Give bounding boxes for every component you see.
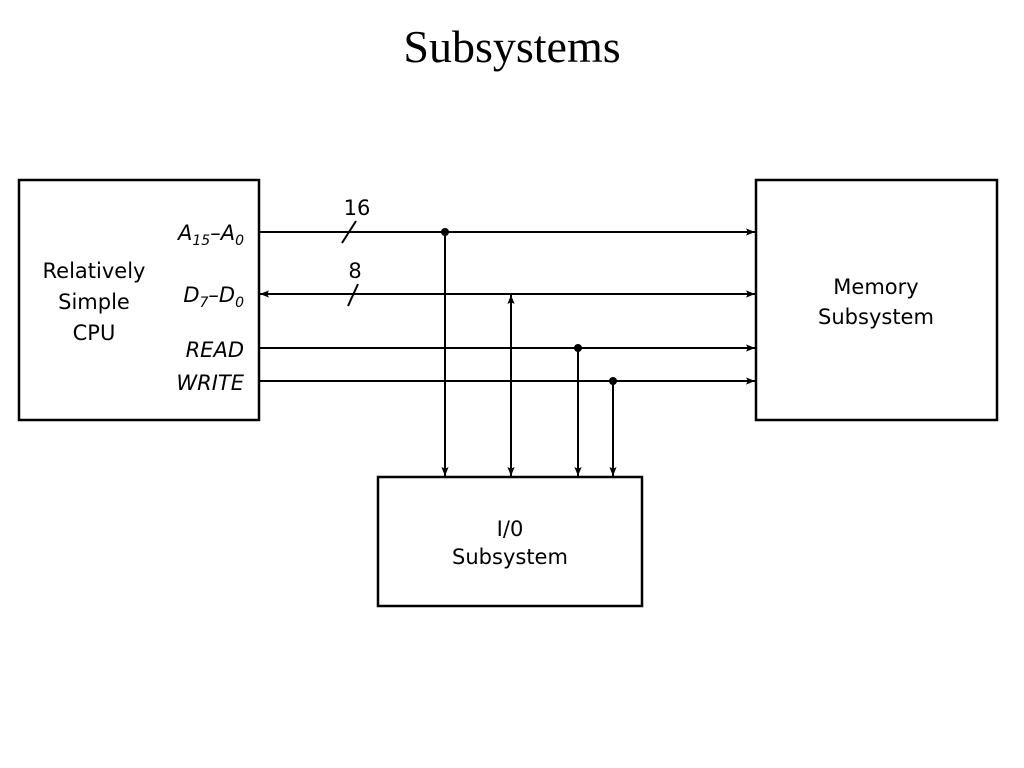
data-bus-label: D7–D0	[183, 283, 244, 311]
address-bus-label: A15–A0	[176, 221, 244, 249]
read-line	[259, 344, 755, 476]
data-bus-width: 8	[348, 259, 361, 283]
address-bus: 16	[259, 196, 755, 476]
cpu-label-line3: CPU	[73, 321, 116, 345]
memory-block: Memory Subsystem	[754, 178, 999, 422]
cpu-label-line2: Simple	[58, 290, 130, 314]
page-title: Subsystems	[403, 21, 621, 72]
io-block: I/0 Subsystem	[376, 475, 644, 608]
cpu-block: Relatively Simple CPU	[17, 178, 261, 422]
data-bus: 8	[260, 259, 755, 476]
memory-label-line1: Memory	[833, 275, 918, 299]
read-signal-label: READ	[186, 338, 244, 362]
cpu-label-line1: Relatively	[43, 259, 146, 283]
write-line	[259, 377, 755, 476]
memory-label-line2: Subsystem	[818, 305, 934, 329]
address-bus-width: 16	[344, 196, 371, 220]
io-label-line2: Subsystem	[452, 545, 568, 569]
write-signal-label: WRITE	[176, 371, 244, 395]
io-label-line1: I/0	[497, 517, 524, 541]
